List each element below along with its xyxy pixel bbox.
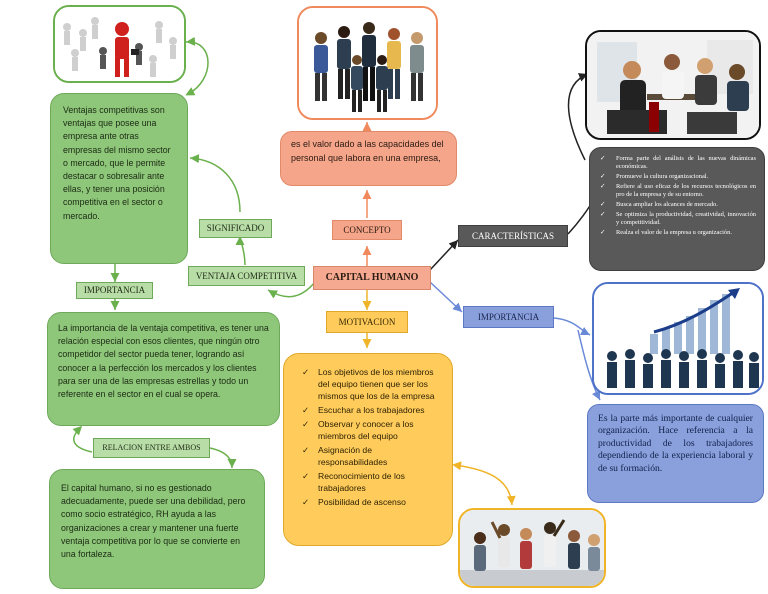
list-item: Se optimiza la productividad, creativida… [600,211,756,227]
list-item: Observar y conocer a los miembros del eq… [302,418,440,442]
list-item: Forma parte del análisis de las nuevas d… [600,155,756,171]
importancia-left-text-box: La importancia de la ventaja competitiva… [47,312,280,426]
concepto-text: es el valor dado a las capacidades del p… [291,139,444,163]
concepto-text-box: es el valor dado a las capacidades del p… [280,131,457,186]
ventaja-competitiva-label[interactable]: VENTAJA COMPETITIVA [188,266,305,286]
celebrating-team-icon [460,510,604,586]
importancia-right-text-box: Es la parte más importante de cualquier … [587,404,764,503]
significado-text: Ventajas competitivas son ventajas que p… [63,105,171,221]
caracteristicas-image [585,30,761,140]
caracteristicas-list: Forma parte del análisis de las nuevas d… [600,155,756,237]
office-team-icon [587,32,759,138]
motivacion-list-box: Los objetivos de los miembros del equipo… [283,353,453,546]
leader-red-figure-icon [55,7,184,81]
motivacion-image [458,508,606,588]
list-item: Asignación de responsabilidades [302,444,440,468]
importancia-left-label[interactable]: IMPORTANCIA [76,282,153,299]
concepto-image [297,6,438,120]
list-item: Escuchar a los trabajadores [302,404,440,416]
center-title: CAPITAL HUMANO [325,272,419,283]
relacion-entre-ambos-label[interactable]: RELACION ENTRE AMBOS [93,438,210,458]
business-people-icon [299,8,436,118]
ventaja-image [53,5,186,83]
importancia-right-label[interactable]: IMPORTANCIA [463,306,554,328]
list-item: Promueve la cultura organizacional. [600,173,756,181]
relacion-text: El capital humano, si no es gestionado a… [61,483,246,559]
importancia-left-text: La importancia de la ventaja competitiva… [58,323,269,399]
importancia-right-text: Es la parte más importante de cualquier … [598,413,753,474]
concepto-label[interactable]: CONCEPTO [332,220,402,240]
significado-text-box: Ventajas competitivas son ventajas que p… [50,93,188,264]
caracteristicas-label[interactable]: CARACTERÍSTICAS [458,225,568,247]
list-item: Realza el valor de la empresa u organiza… [600,229,756,237]
list-item: Posibilidad de ascenso [302,496,440,508]
growth-chart-people-icon [594,284,762,393]
caracteristicas-list-box: Forma parte del análisis de las nuevas d… [589,147,765,271]
motivacion-list: Los objetivos de los miembros del equipo… [302,366,440,508]
center-node[interactable]: CAPITAL HUMANO [313,266,431,290]
list-item: Los objetivos de los miembros del equipo… [302,366,440,402]
list-item: Reconocimiento de los trabajadores [302,470,440,494]
significado-label[interactable]: SIGNIFICADO [199,219,272,238]
motivacion-label[interactable]: MOTIVACION [326,311,408,333]
relacion-text-box: El capital humano, si no es gestionado a… [49,469,265,589]
importancia-image [592,282,764,395]
list-item: Busca ampliar los alcances de mercado. [600,201,756,209]
list-item: Refiere al uso eficaz de los recursos te… [600,183,756,199]
